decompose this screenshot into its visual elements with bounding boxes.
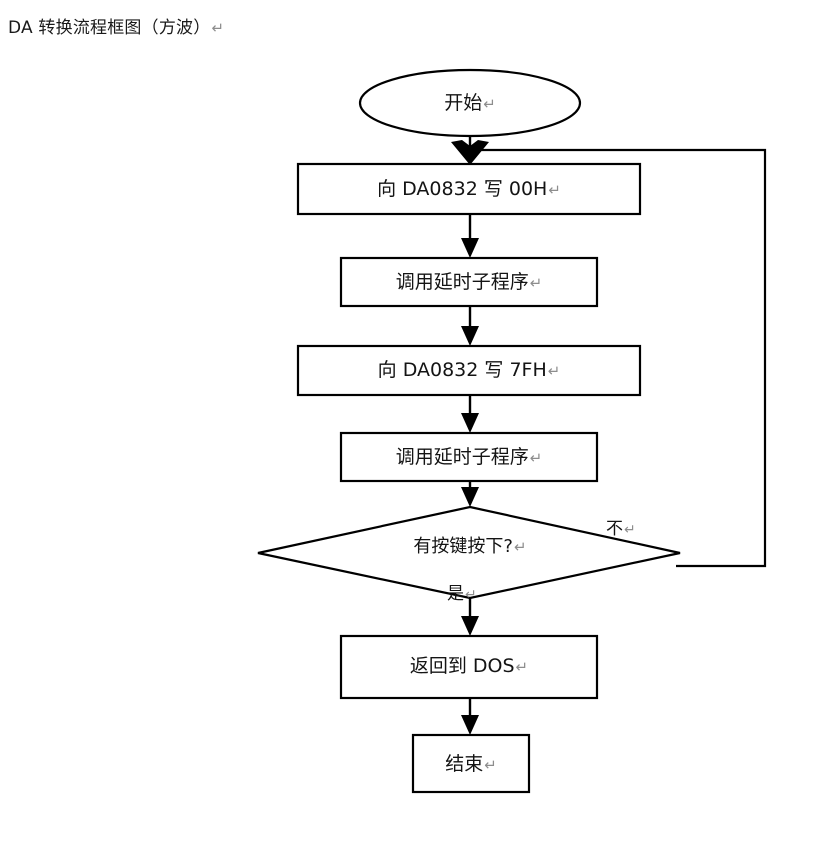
- node-delay2-label: 调用延时子程序↵: [395, 446, 543, 468]
- arrowhead-retdos-to-end: [461, 715, 479, 735]
- node-end-label: 结束↵: [445, 753, 497, 775]
- edge-decide-no-loop: [472, 148, 767, 568]
- paragraph-mark-icon: ↵: [548, 181, 561, 199]
- paragraph-mark-icon: ↵: [211, 19, 225, 37]
- node-end-shape[interactable]: [411, 733, 531, 794]
- arrowhead-write7f-to-delay2: [461, 413, 479, 433]
- arrowhead-decide-yes: [461, 616, 479, 636]
- paragraph-mark-icon: ↵: [515, 658, 529, 676]
- arrowhead-delay1-to-write7f: [461, 326, 479, 346]
- edge-label-yes: 是↵: [447, 584, 477, 604]
- arrowhead-write00-to-delay1: [461, 238, 479, 258]
- node-delay1-shape[interactable]: [339, 256, 599, 308]
- node-start-label: 开始↵: [444, 92, 496, 114]
- arrowhead-delay2-to-decide: [461, 487, 479, 507]
- arrowhead-loop-return: [451, 140, 489, 165]
- paragraph-mark-icon: ↵: [484, 756, 497, 774]
- node-retdos-label: 返回到 DOS↵: [409, 655, 529, 677]
- node-decide-label: 有按键按下?↵: [413, 536, 527, 557]
- paragraph-mark-icon: ↵: [547, 362, 561, 380]
- paragraph-mark-icon: ↵: [624, 522, 636, 538]
- node-delay1-label: 调用延时子程序↵: [395, 271, 543, 293]
- node-write00-label: 向 DA0832 写 00H↵: [377, 178, 561, 200]
- edge-label-no: 不↵: [606, 519, 636, 539]
- paragraph-mark-icon: ↵: [513, 538, 527, 556]
- node-delay2-shape[interactable]: [339, 431, 599, 483]
- paragraph-mark-icon: ↵: [465, 587, 477, 603]
- page-title: DA 转换流程框图（方波）↵: [8, 17, 224, 39]
- paragraph-mark-icon: ↵: [483, 95, 496, 113]
- paragraph-mark-icon: ↵: [529, 274, 543, 292]
- node-write7f-label: 向 DA0832 写 7FH↵: [377, 359, 561, 381]
- page-title-text: DA 转换流程框图（方波）: [8, 18, 211, 38]
- paragraph-mark-icon: ↵: [529, 449, 543, 467]
